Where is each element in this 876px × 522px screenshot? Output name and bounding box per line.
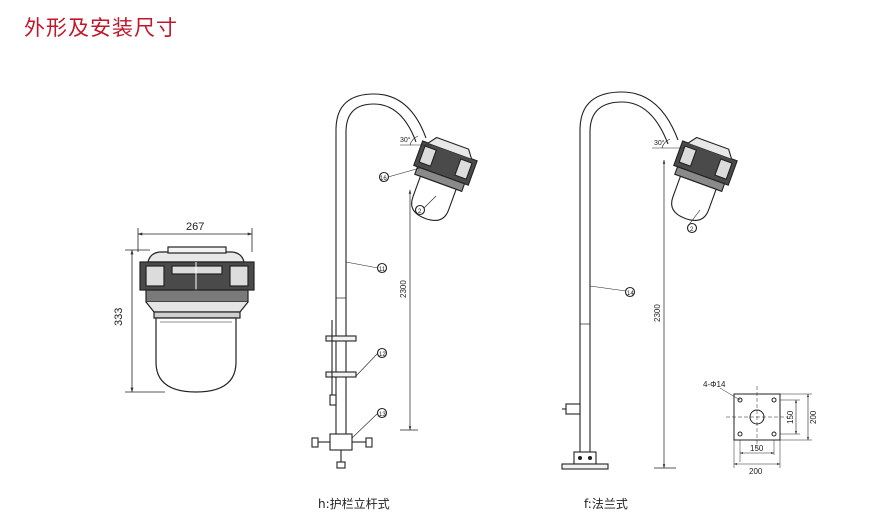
flange-outer-width: 200 <box>749 467 763 476</box>
guardrail-callout-2: 2 <box>418 209 422 215</box>
page-title: 外形及安装尺寸 <box>24 16 178 40</box>
flange-callout-2: 2 <box>690 227 694 233</box>
lamp-width-dimension: 267 <box>186 221 204 233</box>
guardrail-angle-label: 30° <box>400 136 411 144</box>
flange-angle-label: 30° <box>654 139 665 147</box>
flange-inner-height: 150 <box>786 410 795 424</box>
flange-height-dimension: 2300 <box>653 304 662 322</box>
flange-inner-width: 150 <box>750 444 764 453</box>
guardrail-pole-mount-view <box>311 93 478 469</box>
flange-plate-detail <box>719 386 812 468</box>
guardrail-height-dimension: 2300 <box>399 280 408 298</box>
guardrail-callout-11: 11 <box>379 267 386 273</box>
guardrail-callout-16: 16 <box>380 176 387 182</box>
flange-mount-caption: f:法兰式 <box>584 497 628 511</box>
guardrail-callout-12: 12 <box>379 352 386 358</box>
guardrail-mount-caption: h:护栏立杆式 <box>318 497 390 511</box>
flange-callout-14: 14 <box>627 291 634 297</box>
lamp-height-dimension: 333 <box>113 308 125 326</box>
flange-outer-height: 200 <box>809 410 818 424</box>
guardrail-callout-13: 13 <box>379 412 386 418</box>
flange-mount-view <box>561 91 738 470</box>
lamp-detail-view <box>125 228 255 393</box>
flange-hole-label: 4-Φ14 <box>703 380 726 389</box>
